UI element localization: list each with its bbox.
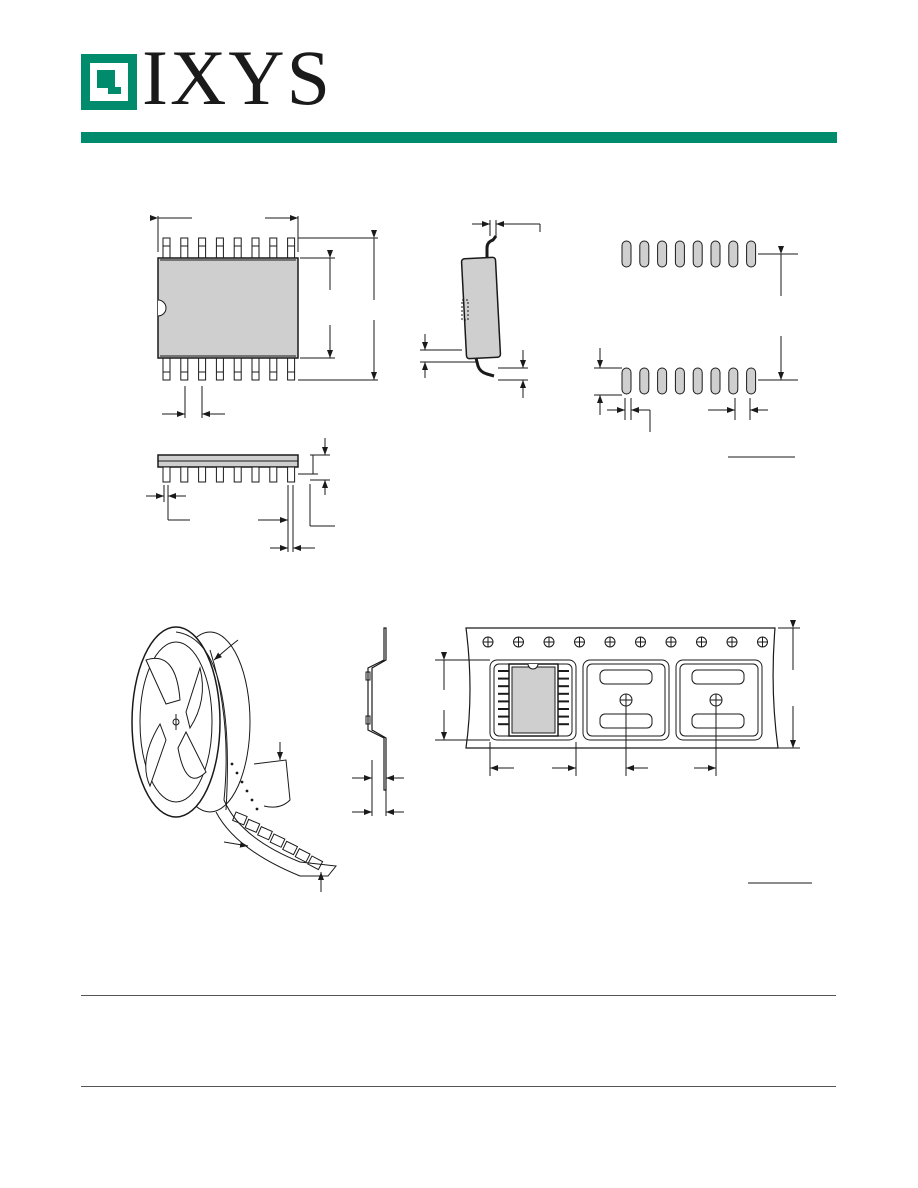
reel-sprocket-dot bbox=[245, 789, 249, 793]
reel-sprocket-dot bbox=[240, 780, 244, 784]
package-pin bbox=[251, 357, 260, 381]
reel-tape-pockets bbox=[230, 762, 324, 871]
pcb-land-pattern bbox=[594, 240, 798, 458]
land-pad bbox=[746, 240, 757, 268]
package-pin bbox=[180, 357, 189, 381]
land-pads-upper bbox=[621, 240, 757, 268]
land-pad bbox=[639, 367, 650, 395]
package-pin bbox=[162, 237, 171, 259]
land-pad bbox=[639, 240, 650, 268]
package-pin bbox=[215, 357, 224, 381]
land-pad bbox=[657, 367, 668, 395]
package-pin bbox=[180, 466, 189, 483]
package-pin bbox=[269, 237, 278, 259]
land-pad bbox=[692, 240, 703, 268]
land-pad bbox=[728, 240, 739, 268]
brand-name: IXYS bbox=[142, 34, 333, 121]
land-pad bbox=[657, 240, 668, 268]
package-pin bbox=[198, 466, 207, 483]
top-view-pins-upper bbox=[162, 237, 296, 259]
package-pin bbox=[233, 357, 242, 381]
footer-rule-top bbox=[81, 995, 836, 996]
reel-pocket bbox=[244, 818, 261, 833]
top-view-pins-lower bbox=[162, 357, 296, 381]
pin1-notch bbox=[157, 299, 167, 317]
package-end-view bbox=[146, 438, 335, 552]
carrier-tape-cross-section bbox=[352, 627, 404, 816]
package-pin bbox=[251, 466, 260, 483]
package-pin bbox=[233, 237, 242, 259]
reel-sprocket-dot bbox=[230, 762, 234, 766]
reel-pocket bbox=[269, 833, 286, 848]
package-pin bbox=[287, 466, 296, 483]
land-pad bbox=[710, 240, 721, 268]
package-pin bbox=[269, 357, 278, 381]
land-pad bbox=[728, 367, 739, 395]
reel-sprocket-dot bbox=[235, 771, 239, 775]
land-pad bbox=[710, 367, 721, 395]
sprocket-holes bbox=[482, 636, 768, 648]
land-pad bbox=[621, 240, 632, 268]
reel-pocket bbox=[231, 811, 248, 826]
tape-and-reel bbox=[131, 626, 337, 892]
pocket-component-leads bbox=[498, 670, 569, 726]
package-pin bbox=[287, 237, 296, 259]
land-pads-lower bbox=[621, 367, 757, 395]
land-pad bbox=[621, 367, 632, 395]
reel-pocket bbox=[257, 826, 273, 841]
reel-pocket bbox=[294, 847, 311, 863]
package-pin bbox=[251, 237, 260, 259]
land-pad bbox=[674, 240, 685, 268]
package-side-view bbox=[420, 220, 541, 398]
package-pin bbox=[233, 466, 242, 483]
header-band bbox=[81, 132, 837, 143]
package-pin bbox=[215, 466, 224, 483]
package-pin bbox=[269, 466, 278, 483]
footer-rule-bottom bbox=[81, 1086, 836, 1087]
end-view-pins bbox=[162, 466, 296, 483]
carrier-tape-top-view bbox=[435, 620, 812, 884]
package-pin bbox=[180, 237, 189, 259]
ixys-logo-square-icon bbox=[81, 54, 137, 110]
package-pin bbox=[215, 237, 224, 259]
package-top-view bbox=[150, 215, 378, 418]
reel-pocket bbox=[282, 840, 299, 856]
package-pin bbox=[162, 466, 171, 483]
package-pin bbox=[198, 357, 207, 381]
reel-sprocket-dot bbox=[250, 798, 254, 802]
reel-sprocket-dot bbox=[255, 807, 259, 811]
package-pin bbox=[287, 357, 296, 381]
package-pin bbox=[198, 237, 207, 259]
land-pad bbox=[692, 367, 703, 395]
land-pad bbox=[746, 367, 757, 395]
reel-pocket bbox=[307, 855, 324, 871]
package-pin bbox=[162, 357, 171, 381]
land-pad bbox=[674, 367, 685, 395]
package-body bbox=[157, 257, 299, 359]
